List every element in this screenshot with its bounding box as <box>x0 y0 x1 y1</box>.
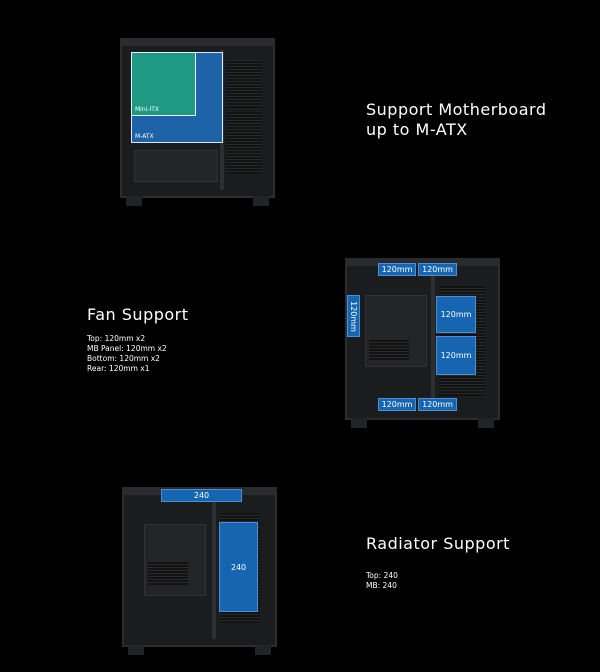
fan-support-specs: Top: 120mm x2 MB Panel: 120mm x2 Bottom:… <box>87 334 167 374</box>
radiator-support-specs: Top: 240 MB: 240 <box>366 571 398 591</box>
fan-label-rear-text: 120mm <box>349 300 359 332</box>
spec-line: Top: 240 <box>366 571 398 580</box>
title-line: Support Motherboard <box>366 100 547 119</box>
fan-label-bottom-1: 120mm <box>378 398 416 411</box>
case-image-fans <box>345 258 500 428</box>
spec-line: Bottom: 120mm x2 <box>87 354 160 363</box>
radiator-label-mb: 240 <box>219 522 258 612</box>
radiator-label-top: 240 <box>161 489 242 502</box>
mini-itx-board-area: Mini-ITX <box>131 52 196 116</box>
fan-support-title: Fan Support <box>87 305 189 324</box>
title-line: up to M-ATX <box>366 120 468 139</box>
motherboard-title: Support Motherboard up to M-ATX <box>366 100 546 140</box>
m-atx-label: M-ATX <box>135 133 154 140</box>
spec-line: Rear: 120mm x1 <box>87 364 150 373</box>
spec-line: MB Panel: 120mm x2 <box>87 344 167 353</box>
spec-line: Top: 120mm x2 <box>87 334 146 343</box>
fan-label-bottom-2: 120mm <box>418 398 457 411</box>
radiator-support-title: Radiator Support <box>366 534 510 553</box>
fan-label-mb-2: 120mm <box>436 336 476 375</box>
fan-label-rear: 120mm <box>347 295 360 337</box>
fan-label-top-2: 120mm <box>418 263 457 276</box>
fan-label-top-1: 120mm <box>378 263 416 276</box>
fan-label-mb-1: 120mm <box>436 296 476 333</box>
mini-itx-label: Mini-ITX <box>135 106 160 113</box>
spec-line: MB: 240 <box>366 581 397 590</box>
